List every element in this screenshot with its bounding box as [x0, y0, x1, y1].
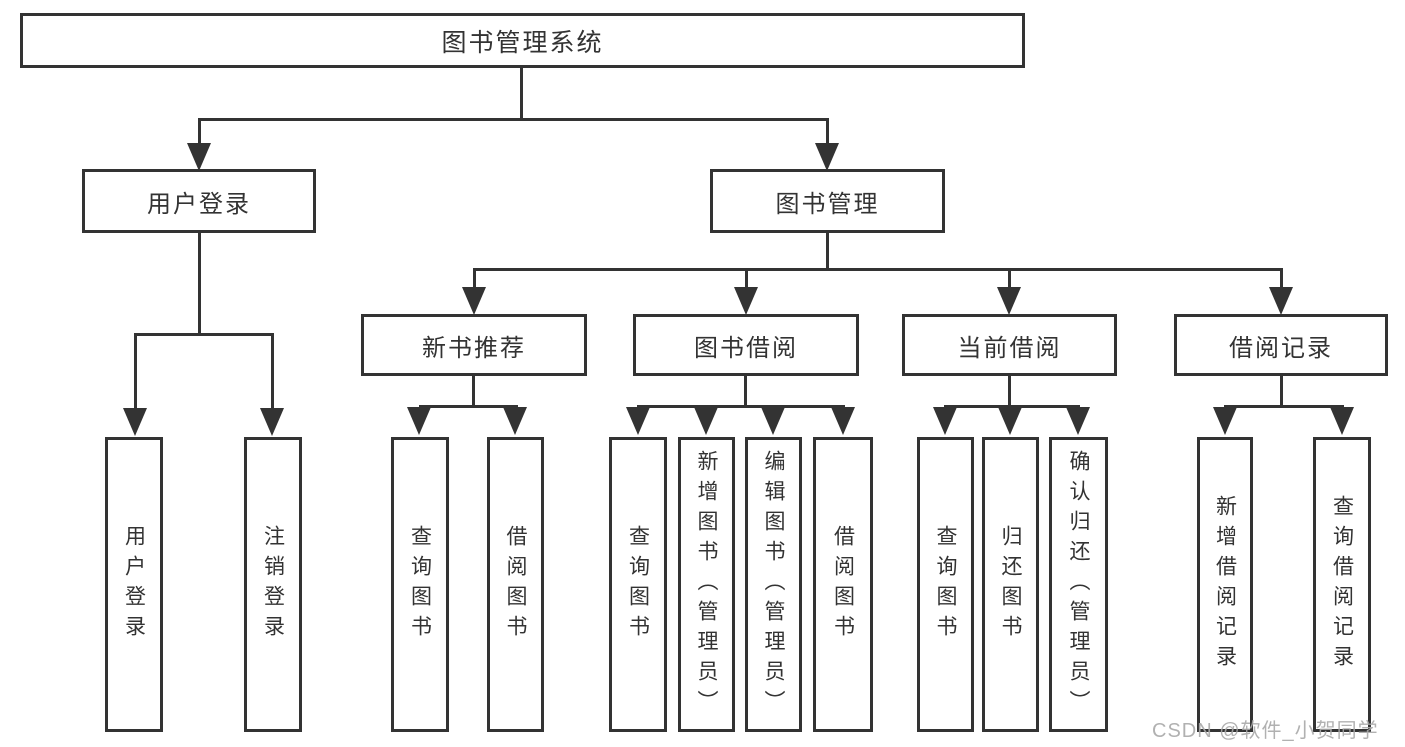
connector-book-mgmt-drop-2	[745, 270, 748, 288]
connector-book-mgmt-stem	[826, 233, 829, 270]
connector-recommend-stem	[472, 376, 475, 407]
leaf-recommend-query-books: 查询图书	[391, 437, 449, 732]
connector-user-login-drop-1	[134, 335, 137, 409]
arrowhead-book-borrow	[734, 287, 758, 315]
leaf-edit-books-admin: 编辑图书（管理员）	[745, 437, 802, 732]
connector-records-bar	[1224, 405, 1344, 408]
connector-borrow-bar	[637, 405, 845, 408]
leaf-borrow-query-books: 查询图书	[609, 437, 667, 732]
node-book-management: 图书管理	[710, 169, 945, 233]
connector-root-bar	[198, 118, 829, 121]
arrowhead-book-management	[815, 143, 839, 171]
connector-book-mgmt-bar	[473, 268, 1283, 271]
arrowhead-current-return	[998, 407, 1022, 435]
arrowhead-new-book-recommend	[462, 287, 486, 315]
leaf-current-query-books: 查询图书	[917, 437, 974, 732]
node-borrow-records: 借阅记录	[1174, 314, 1388, 376]
arrowhead-recommend-query	[407, 407, 431, 435]
arrowhead-borrow-borrow	[831, 407, 855, 435]
connector-book-mgmt-drop-3	[1008, 270, 1011, 288]
leaf-add-borrow-record: 新增借阅记录	[1197, 437, 1253, 732]
arrowhead-borrow-records	[1269, 287, 1293, 315]
leaf-logout-login: 注销登录	[244, 437, 302, 732]
leaf-recommend-borrow-books: 借阅图书	[487, 437, 544, 732]
arrowhead-records-add	[1213, 407, 1237, 435]
leaf-user-login: 用户登录	[105, 437, 163, 732]
arrowhead-current-borrow	[997, 287, 1021, 315]
node-new-book-recommend: 新书推荐	[361, 314, 587, 376]
connector-records-stem	[1280, 376, 1283, 407]
connector-root-drop-left	[198, 120, 201, 145]
connector-current-bar	[944, 405, 1080, 408]
csdn-watermark: CSDN @软件_小贺同学	[1152, 720, 1379, 742]
arrowhead-borrow-add	[694, 407, 718, 435]
arrowhead-user-login	[187, 143, 211, 171]
connector-current-stem	[1008, 376, 1011, 407]
node-current-borrow: 当前借阅	[902, 314, 1117, 376]
connector-root-stem	[520, 68, 523, 120]
connector-user-login-bar	[134, 333, 274, 336]
node-book-borrow: 图书借阅	[633, 314, 859, 376]
connector-recommend-bar	[419, 405, 518, 408]
arrowhead-leaf-user-login	[123, 408, 147, 436]
connector-book-mgmt-drop-4	[1280, 270, 1283, 288]
leaf-borrow-books: 借阅图书	[813, 437, 873, 732]
leaf-return-books: 归还图书	[982, 437, 1039, 732]
connector-user-login-stem	[198, 233, 201, 333]
leaf-add-books-admin: 新增图书（管理员）	[678, 437, 735, 732]
node-library-management-system: 图书管理系统	[20, 13, 1025, 68]
arrowhead-recommend-borrow	[503, 407, 527, 435]
node-user-login: 用户登录	[82, 169, 316, 233]
connector-book-mgmt-drop-1	[473, 270, 476, 288]
connector-user-login-drop-2	[271, 335, 274, 409]
arrowhead-records-query	[1330, 407, 1354, 435]
leaf-query-borrow-record: 查询借阅记录	[1313, 437, 1371, 732]
arrowhead-leaf-logout	[260, 408, 284, 436]
arrowhead-borrow-edit	[761, 407, 785, 435]
arrowhead-current-query	[933, 407, 957, 435]
arrowhead-current-confirm	[1066, 407, 1090, 435]
leaf-confirm-return-admin: 确认归还（管理员）	[1049, 437, 1108, 732]
arrowhead-borrow-query	[626, 407, 650, 435]
connector-root-drop-right	[826, 120, 829, 145]
connector-borrow-stem	[744, 376, 747, 407]
